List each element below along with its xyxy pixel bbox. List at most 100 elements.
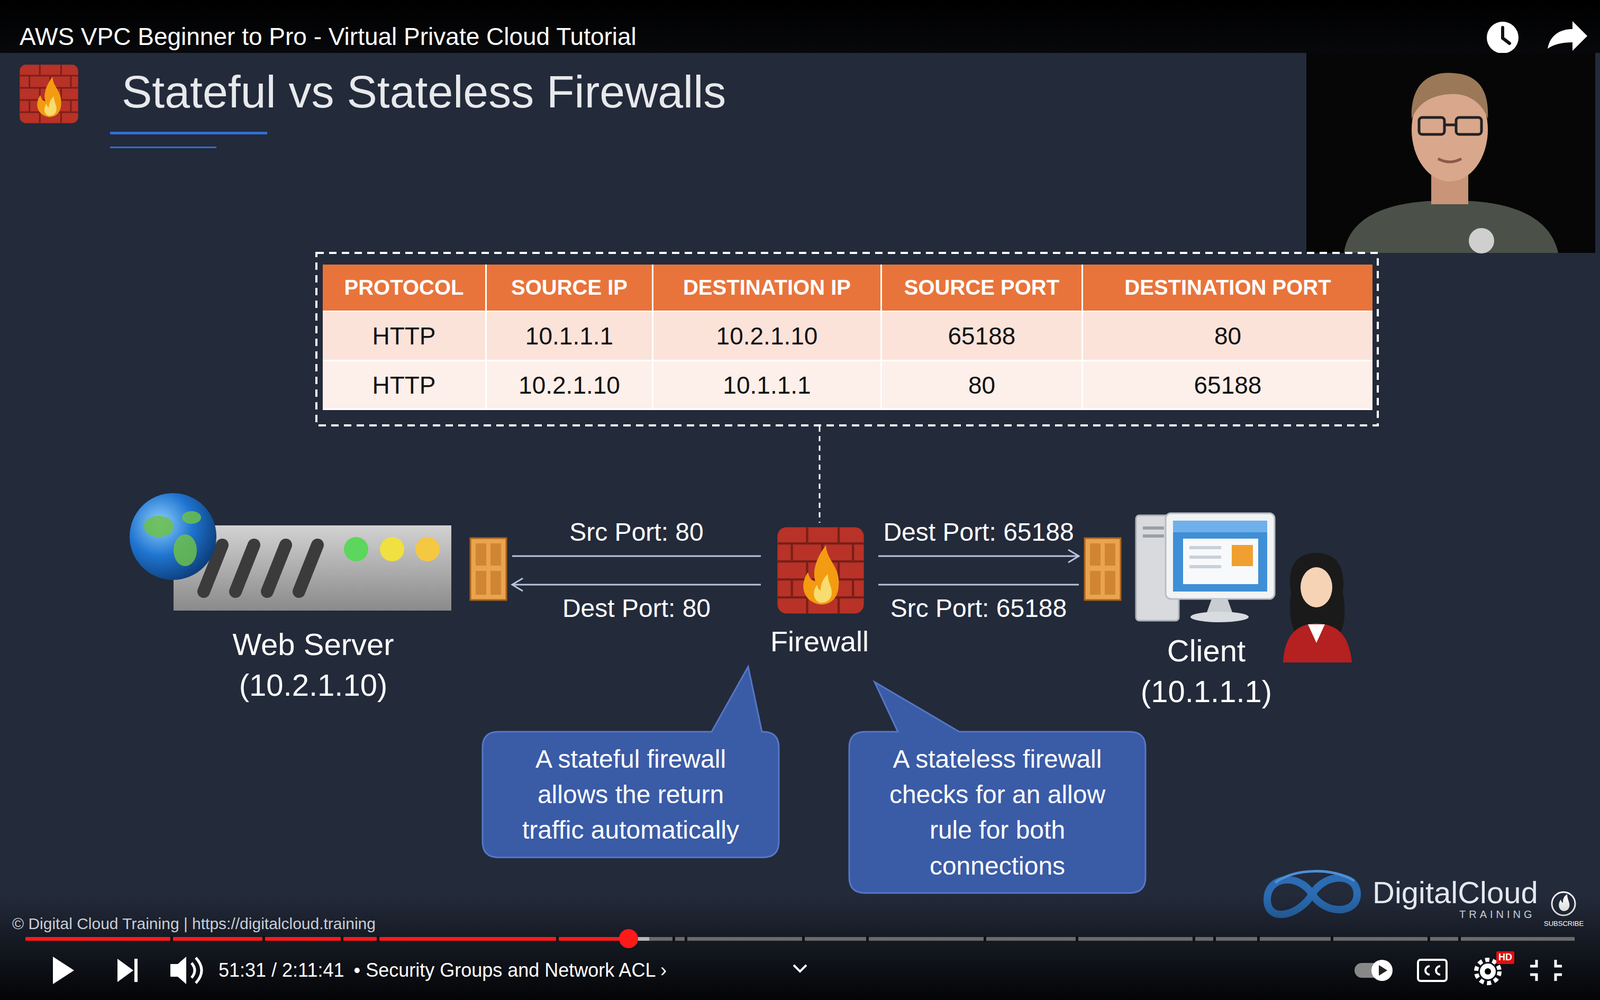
player-controls: 51:31 / 2:11:41 • Security Groups and Net…	[218, 958, 667, 983]
progress-bar-part-part	[983, 935, 987, 942]
autoplay-toggle	[1354, 959, 1393, 981]
title-underline	[110, 131, 268, 135]
settings-icon-part	[1479, 963, 1496, 980]
client-person-part	[1289, 552, 1345, 635]
table-cell: 10.2.1.10	[486, 361, 654, 411]
table-cell: HTTP	[322, 361, 487, 411]
presenter-video-part	[1411, 73, 1488, 120]
progress-bar-part-part	[376, 935, 380, 942]
client-computer-part	[1173, 520, 1268, 592]
client-computer-part	[1183, 538, 1259, 585]
fullscreen-icon-part	[1555, 959, 1562, 967]
web-server-illustration-part	[379, 537, 405, 562]
clock-icon-part	[1502, 27, 1510, 44]
firewall-icon	[777, 526, 864, 614]
chapter-title: • Security Groups and Network ACL ›	[353, 959, 668, 982]
node-label: Firewall	[764, 622, 876, 661]
port-door-part	[1089, 543, 1101, 566]
autoplay-toggle-part	[1371, 959, 1393, 981]
progress-bar-part-part	[340, 935, 344, 942]
callout-bubble: A stateful firewall allows the return tr…	[482, 666, 779, 858]
flow-arrow	[878, 549, 1079, 563]
progress-bar-part-part	[556, 935, 559, 942]
volume-icon-part	[195, 957, 202, 984]
settings-icon	[1476, 959, 1500, 984]
table-cell: 10.2.1.10	[653, 312, 883, 362]
node-label: Client (10.1.1.1)	[1105, 630, 1307, 712]
client-computer-part	[1142, 534, 1165, 538]
progress-bar-part-part	[1192, 935, 1196, 942]
table-header-cell: SOURCE IP	[486, 264, 654, 313]
chevron-icon	[793, 965, 807, 972]
arrow-line	[878, 555, 1079, 558]
callout-text: A stateful firewall allows the return tr…	[506, 741, 756, 849]
presenter-video	[1306, 52, 1596, 254]
web-server-illustration-part	[182, 511, 202, 524]
arrow-line	[512, 584, 761, 586]
settings-icon-part	[1476, 959, 1500, 984]
port-door-part	[1104, 570, 1116, 595]
table-cell: HTTP	[322, 312, 487, 362]
progress-bar-part-part	[866, 935, 869, 942]
web-server-illustration-part	[343, 537, 369, 562]
captions-icon	[1417, 959, 1447, 981]
server-node: Web Server (10.2.1.10)	[173, 518, 509, 710]
web-server-illustration	[129, 493, 452, 611]
client-person-part	[1283, 623, 1352, 663]
table-cell: 10.1.1.1	[486, 312, 654, 362]
arrow-head	[1068, 549, 1079, 563]
port-door-part	[1104, 543, 1116, 566]
fullscreen-icon-part	[1530, 959, 1537, 967]
progress-bar-part	[170, 935, 1461, 942]
web-server-illustration-part-part	[267, 544, 286, 592]
table-cell: 80	[882, 361, 1084, 411]
presenter-video-part	[1438, 158, 1462, 162]
progress-bar-part	[25, 937, 650, 941]
node-text-block: Web Server (10.2.1.10)	[180, 623, 446, 706]
captions-icon-part	[1425, 966, 1430, 975]
progress-bar-part-part	[262, 935, 266, 942]
node-label: Web Server (10.2.1.10)	[180, 623, 446, 706]
progress-bar-part-part	[684, 935, 688, 942]
port-door-part	[490, 543, 502, 566]
presenter-video-part	[1444, 123, 1457, 127]
title-underline	[110, 146, 217, 149]
client-person-part	[1307, 624, 1325, 643]
callout-outline	[849, 682, 1146, 894]
share-icon	[1547, 21, 1588, 51]
web-server-illustration-part	[415, 537, 440, 562]
logo-text: DigitalCloud	[1372, 874, 1539, 912]
firewall-icon	[19, 64, 78, 123]
leader-line	[819, 426, 821, 523]
callout-bubble: A stateless firewall checks for an allow…	[849, 682, 1146, 894]
client-computer-part	[1206, 598, 1233, 614]
progress-bar-part	[25, 937, 629, 941]
copyright-note: © Digital Cloud Training | https://digit…	[12, 914, 376, 934]
client-computer-part	[1189, 565, 1222, 569]
clock-icon-part	[1486, 21, 1519, 54]
arrow-line	[512, 555, 761, 558]
title-bar	[0, 0, 1600, 53]
progress-bar-part-part	[1075, 935, 1079, 942]
time-readout: 51:31 / 2:11:41	[218, 959, 345, 982]
progress-bar-part-part	[672, 935, 676, 942]
progress-bar-part-part	[1257, 935, 1260, 942]
client-node: Client (10.1.1.1)	[1082, 507, 1366, 716]
play-icon	[52, 956, 75, 985]
port-door	[470, 538, 507, 600]
settings-icon-part	[1484, 968, 1492, 975]
node-text-block: A stateful firewall allows the return tr…	[506, 741, 756, 849]
flow-arrow	[512, 556, 761, 557]
controls-shade	[0, 894, 1600, 1000]
table-header-cell: DESTINATION IP	[653, 264, 883, 313]
volume-icon	[170, 956, 202, 985]
clock-icon	[1486, 21, 1519, 54]
web-server-illustration-part	[203, 544, 318, 592]
port-label: Src Port: 65188	[890, 593, 1068, 624]
presenter-video-part	[1468, 228, 1495, 254]
presenter-video-part	[1343, 201, 1559, 253]
arrow-head	[512, 578, 523, 592]
port-door-part	[490, 570, 502, 595]
